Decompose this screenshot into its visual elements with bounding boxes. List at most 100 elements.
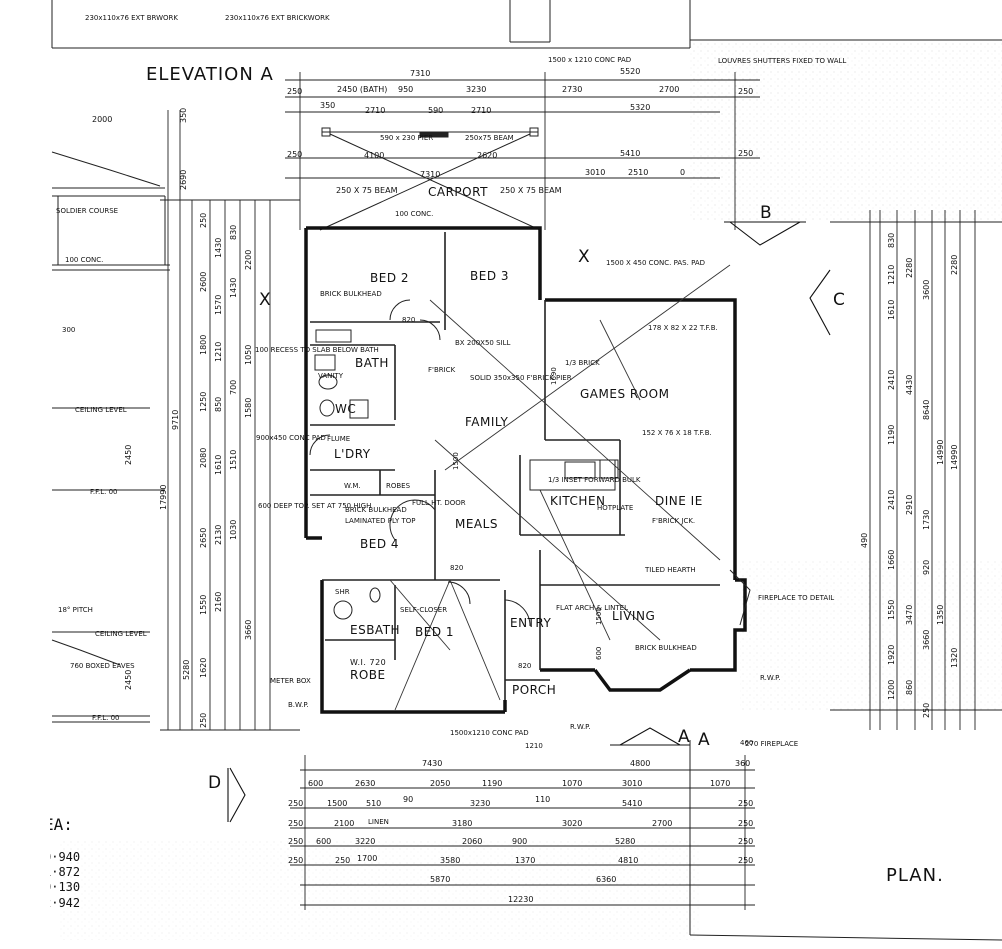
dim: 3660 [244, 620, 253, 640]
room-wirobe: W.I. 720 [350, 658, 386, 667]
dim: 3230 [470, 799, 490, 808]
note: BX 200X50 SILL [455, 339, 511, 347]
dim: 1200 [887, 680, 896, 700]
dim: 600 [308, 779, 323, 788]
dim: 1730 [922, 510, 931, 530]
dim: 250 [288, 799, 303, 808]
dim: LINEN [368, 818, 389, 826]
note: FLUME [327, 435, 350, 443]
dim: 1500 [327, 799, 347, 808]
dim: 1570 [214, 295, 223, 315]
dim: 90 [403, 795, 413, 804]
dim: 1350 [936, 605, 945, 625]
right-dimension-lines [830, 210, 1002, 730]
note: B.W.P. [288, 701, 309, 709]
left-dimension-lines [160, 110, 300, 731]
dim: 360 [735, 759, 750, 768]
note-ceiling2: CEILING LEVEL [95, 630, 147, 638]
note: R.W.P. [760, 674, 781, 682]
dim: 1500 [452, 452, 460, 470]
note: FIREPLACE TO DETAIL [758, 594, 834, 602]
dim: 250 [288, 856, 303, 865]
paper-noise [60, 840, 700, 940]
note: ROBES [386, 482, 411, 490]
dim: 2690 [179, 170, 188, 190]
note: F'BRICK [428, 366, 456, 374]
dim: 2650 [199, 528, 208, 548]
room-bath: BATH [355, 356, 389, 370]
dim: 1550 [887, 600, 896, 620]
note-soldier: SOLDIER COURSE [56, 207, 118, 215]
dim: 1620 [199, 658, 208, 678]
dim: 1500 [595, 607, 603, 625]
note-beam2: 250 X 75 BEAM [500, 186, 562, 195]
dim: 2200 [244, 250, 253, 270]
note: SOLID 350x350 F'BRICK PIER [470, 374, 572, 382]
dim: 1210 [887, 265, 896, 285]
dim: 1920 [887, 645, 896, 665]
dim: 1070 [710, 779, 730, 788]
dim: 510 [366, 799, 381, 808]
top-sheet-strip [51, 0, 691, 49]
note: METER BOX [270, 677, 311, 685]
section-marker-a2: A [698, 730, 710, 750]
dim: 820 [402, 316, 415, 324]
note: FULL HT. DOOR [412, 499, 466, 507]
dim: 1190 [482, 779, 502, 788]
note-beam1: 250 X 75 BEAM [336, 186, 398, 195]
dim: 1320 [950, 648, 959, 668]
dim: 9710 [171, 410, 180, 430]
dim: 350 [179, 108, 188, 123]
dim: 1610 [887, 300, 896, 320]
dim: 250 [738, 149, 753, 158]
dim: 900 [512, 837, 527, 846]
dim: 1030 [229, 520, 238, 540]
section-marker-a: A [678, 727, 690, 747]
dim: 250 [199, 713, 208, 728]
dim: 3470 [905, 605, 914, 625]
dim: 590 [428, 106, 443, 115]
dim: 2700 [652, 819, 672, 828]
bottom-dimensions: 7430 4800 360 600 2630 2050 1190 1070 30… [288, 759, 753, 904]
note: 600 DEEP TOP. SET AT 750 HIGH [258, 502, 371, 510]
note: HOTPLATE [597, 504, 633, 512]
dim: 250 [738, 837, 753, 846]
dim: 3600 [922, 280, 931, 300]
dim: 1660 [887, 550, 896, 570]
note: BRICK BULKHEAD [635, 644, 697, 652]
elevation-title: ELEVATION A [146, 64, 274, 85]
dim: 250 [288, 819, 303, 828]
note: 270 FIREPLACE [745, 740, 798, 748]
dim: 2160 [214, 592, 223, 612]
dim: 2060 [462, 837, 482, 846]
dim: 1210 [525, 742, 543, 750]
section-marker-shapes [227, 221, 831, 823]
note: BRICK BULKHEAD [320, 290, 382, 298]
dim: 700 [229, 380, 238, 395]
dim: 350 [320, 101, 335, 110]
room-meals: MEALS [455, 517, 498, 531]
room-bed1: BED 1 [415, 625, 454, 639]
room-entry: ENTRY [510, 616, 551, 630]
plan-annotations: BRICK BULKHEAD 100 RECESS TO SLAB BELOW … [255, 259, 834, 750]
room-bed3: BED 3 [470, 269, 509, 283]
note-eaves: 760 BOXED EAVES [70, 662, 135, 670]
fixtures [309, 299, 751, 627]
dim: 920 [922, 560, 931, 575]
room-bed4: BED 4 [360, 537, 399, 551]
dim: 5870 [430, 875, 450, 884]
dim: 2600 [199, 272, 208, 292]
dim: 1430 [214, 238, 223, 258]
dim: 1250 [199, 392, 208, 412]
dim: 830 [229, 225, 238, 240]
note: SELF-CLOSER [400, 606, 447, 614]
dim: 14990 [950, 445, 959, 470]
dim: 5320 [630, 103, 650, 112]
section-marker-d: D [208, 773, 221, 793]
note: TILED HEARTH [644, 566, 696, 574]
section-marker-c: C [833, 290, 845, 310]
dim: 4800 [630, 759, 650, 768]
dim: 2100 [334, 819, 354, 828]
dim: 2710 [365, 106, 385, 115]
dim: 3230 [466, 85, 486, 94]
